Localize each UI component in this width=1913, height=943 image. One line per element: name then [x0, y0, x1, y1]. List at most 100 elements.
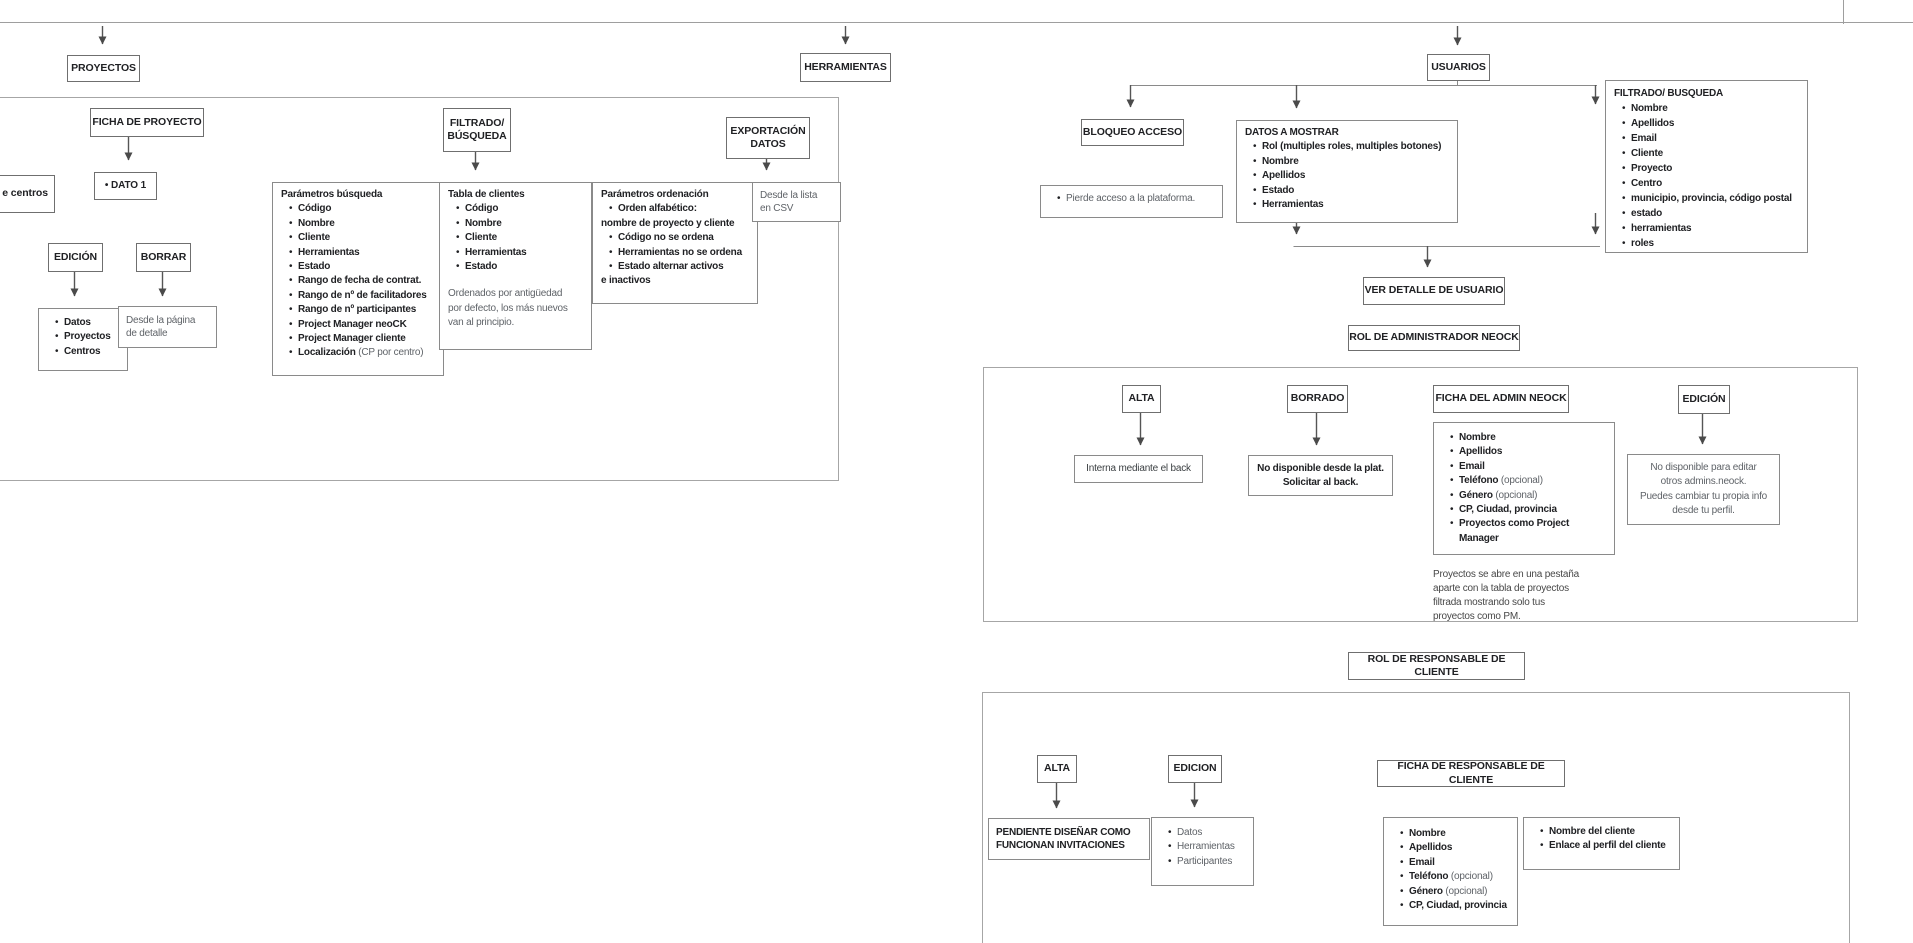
edicion-items-panel[interactable]: •Datos•Proyectos•Centros — [38, 308, 128, 371]
proyectos-section-frame[interactable] — [0, 97, 839, 481]
list-item: •Estado — [281, 260, 439, 274]
bullet-glyph: • — [289, 203, 293, 215]
rol-admin-section-frame[interactable] — [983, 367, 1858, 622]
bullet-glyph: • — [1253, 199, 1257, 211]
admin-alta-node[interactable]: ALTA — [1122, 385, 1161, 413]
list-item: •Género (opcional) — [1442, 489, 1610, 503]
exportacion-note[interactable]: Desde la lista en CSV — [752, 182, 841, 222]
bullet-glyph: • — [289, 275, 293, 287]
bullet-glyph: • — [1168, 827, 1172, 838]
cliente-items-panel[interactable]: •Nombre del cliente•Enlace al perfil del… — [1523, 817, 1680, 870]
parametros-ordenacion-panel[interactable]: Parámetros ordenación •Orden alfabético:… — [592, 182, 758, 304]
filtrado-usuarios-panel[interactable]: FILTRADO/ BUSQUEDA •Nombre•Apellidos•Ema… — [1605, 80, 1808, 253]
parametros-busqueda-panel[interactable]: Parámetros búsqueda •Código•Nombre•Clien… — [272, 182, 444, 376]
resp-alta-note-text: PENDIENTE DISEÑAR COMO FUNCIONAN INVITAC… — [996, 826, 1131, 852]
bloqueo-acceso-note-panel[interactable]: •Pierde acceso a la plataforma. — [1040, 185, 1223, 218]
bullet-glyph: • — [1168, 855, 1172, 867]
list-item: •Cliente — [1614, 146, 1803, 161]
resp-edicion-items-panel[interactable]: •Datos•Herramientas•Participantes — [1151, 817, 1254, 886]
list-item: •Apellidos — [1442, 445, 1610, 459]
admin-edicion-note[interactable]: No disponible para editar otros admins.n… — [1627, 454, 1780, 525]
list-item: •Apellidos — [1392, 841, 1513, 855]
item-text-bold: Código no se ordena — [618, 232, 714, 244]
rol-responsable-title-node[interactable]: ROL DE RESPONSABLE DE CLIENTE — [1348, 652, 1525, 680]
item-text-bold: nombre de proyecto y cliente — [601, 217, 735, 229]
admin-alta-note[interactable]: Interna mediante el back — [1074, 455, 1203, 483]
herramientas-node[interactable]: HERRAMIENTAS — [800, 53, 891, 82]
ver-detalle-usuario-node[interactable]: VER DETALLE DE USUARIO — [1363, 277, 1505, 305]
borrar-note-text: Desde la página de detalle — [126, 314, 196, 340]
item-text-regular: (opcional) — [1448, 871, 1493, 883]
ficha-admin-node[interactable]: FICHA DEL ADMIN NEOCK — [1433, 385, 1569, 413]
item-text-bold: Herramientas no se ordena — [618, 246, 742, 258]
admin-borrado-note[interactable]: No disponible desde la plat. Solicitar a… — [1248, 455, 1393, 496]
proyectos-node[interactable]: PROYECTOS — [67, 55, 140, 82]
bullet-glyph: • — [1400, 871, 1404, 883]
edicion-node[interactable]: EDICIÓN — [48, 243, 103, 272]
item-text-bold: Apellidos — [1631, 118, 1675, 129]
item-text-bold: Código — [465, 203, 499, 215]
list-item: •Estado alternar activos — [601, 260, 753, 274]
list-item: •Código no se ordena — [601, 231, 753, 245]
resp-alta-note[interactable]: PENDIENTE DISEÑAR COMO FUNCIONAN INVITAC… — [988, 818, 1150, 860]
item-text-bold: Localización — [298, 347, 356, 359]
list-item: Manager — [1442, 532, 1610, 546]
item-text-bold: Nombre — [298, 217, 335, 229]
exportacion-note-text: Desde la lista en CSV — [760, 189, 818, 215]
filtrado-busqueda-node[interactable]: FILTRADO/ BÚSQUEDA — [443, 108, 511, 152]
item-text-bold: Estado — [1262, 184, 1295, 196]
admin-borrado-node[interactable]: BORRADO — [1287, 385, 1348, 413]
resp-alta-node[interactable]: ALTA — [1037, 755, 1077, 783]
resp-alta-label: ALTA — [1043, 762, 1071, 775]
bullet-glyph: • — [456, 203, 460, 215]
bloqueo-acceso-label: BLOQUEO ACCESO — [1082, 125, 1183, 138]
bullet-glyph: • — [1622, 148, 1626, 159]
list-item: • CP, Ciudad, provincia — [1442, 503, 1610, 517]
centros-partial-node[interactable]: e centros — [0, 175, 55, 213]
ficha-de-proyecto-node[interactable]: FICHA DE PROYECTO — [90, 108, 204, 137]
proyectos-label: PROYECTOS — [71, 61, 136, 74]
item-text-bold: Cliente — [465, 232, 497, 244]
admin-edicion-node[interactable]: EDICIÓN — [1678, 385, 1730, 414]
rol-admin-title-node[interactable]: ROL DE ADMINISTRADOR NEOCK — [1348, 325, 1520, 351]
usuarios-label: USUARIOS — [1431, 60, 1486, 73]
dato1-node[interactable]: • DATO 1 — [94, 172, 157, 200]
item-text-bold: herramientas — [1631, 223, 1692, 234]
item-text-bold: municipio, provincia, código postal — [1631, 193, 1792, 204]
list-item: •Email — [1442, 460, 1610, 474]
list-item: •Cliente — [281, 231, 439, 245]
item-text-bold: CP, Ciudad, provincia — [1459, 504, 1557, 516]
ficha-admin-items-panel[interactable]: •Nombre•Apellidos•Email•Teléfono (opcion… — [1433, 422, 1615, 555]
borrar-node[interactable]: BORRAR — [136, 243, 191, 272]
list-item: •Proyectos — [47, 330, 123, 344]
exportacion-datos-node[interactable]: EXPORTACIÓN DATOS — [726, 117, 810, 159]
resp-edicion-node[interactable]: EDICION — [1168, 755, 1222, 783]
ficha-responsable-items-panel[interactable]: •Nombre•Apellidos•Email•Teléfono (opcion… — [1383, 817, 1518, 926]
bullet-glyph: • — [609, 203, 613, 215]
bullet-glyph: • — [289, 318, 293, 330]
item-text-bold: Nombre — [1409, 828, 1446, 839]
bloqueo-acceso-node[interactable]: BLOQUEO ACCESO — [1081, 119, 1184, 146]
item-text-bold: roles — [1631, 238, 1654, 249]
item-text-bold: Nombre — [1631, 103, 1668, 114]
bullet-glyph: • — [1450, 504, 1454, 516]
rol-responsable-section-frame[interactable] — [982, 692, 1850, 943]
usuarios-node[interactable]: USUARIOS — [1427, 54, 1490, 81]
bullet-glyph: • — [1400, 885, 1404, 897]
item-text-bold: Rango de nº de facilitadores — [298, 289, 427, 301]
item-text-bold: Email — [1631, 133, 1657, 144]
list-item: • Código — [448, 202, 587, 216]
datos-a-mostrar-panel[interactable]: DATOS A MOSTRAR •Rol (multiples roles, m… — [1236, 120, 1458, 223]
borrar-note[interactable]: Desde la página de detalle — [118, 306, 217, 348]
ficha-responsable-node[interactable]: FICHA DE RESPONSABLE DE CLIENTE — [1377, 760, 1565, 787]
tabla-clientes-panel[interactable]: Tabla de clientes •Código•Nombre•Cliente… — [439, 182, 592, 350]
bullet-glyph: • — [1450, 446, 1454, 458]
list-item: •Teléfono (opcional) — [1442, 474, 1610, 488]
bullet-glyph: • — [1622, 133, 1626, 144]
item-text-bold: Rango de fecha de contrat. — [298, 275, 422, 287]
item-text-bold: Código — [298, 203, 332, 215]
bullet-glyph: • — [609, 246, 613, 258]
item-text-bold: Estado — [465, 261, 498, 273]
list-item: • Herramientas no se ordena — [601, 246, 753, 260]
item-text-regular: Datos — [1177, 827, 1203, 838]
